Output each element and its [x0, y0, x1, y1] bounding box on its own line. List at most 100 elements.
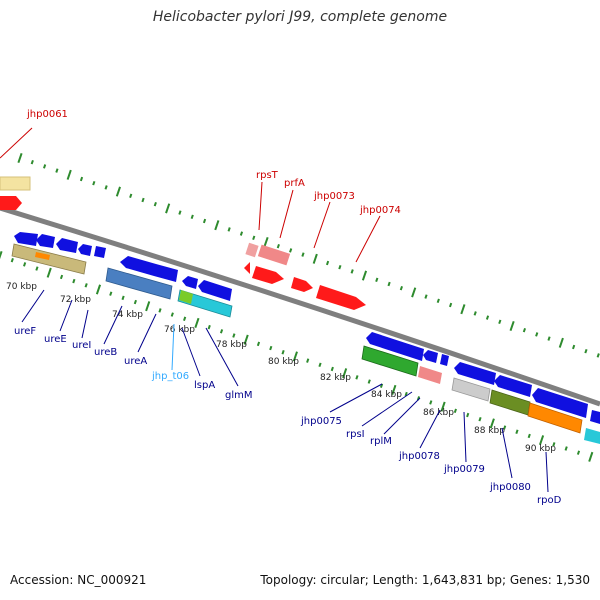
tick-mark — [129, 193, 133, 199]
gene-feature[interactable] — [36, 234, 55, 248]
gene-label: ureB — [94, 347, 117, 358]
gene-feature[interactable] — [94, 246, 106, 258]
genome-backbone — [0, 205, 600, 407]
gene-label: lspA — [194, 380, 215, 391]
tick-mark — [141, 197, 145, 203]
tick-mark — [95, 284, 102, 295]
gene-feature[interactable] — [532, 388, 588, 418]
gene-label: jhp0075 — [300, 416, 342, 427]
gene-feature[interactable] — [56, 238, 78, 253]
tick-mark — [79, 176, 84, 182]
tick-mark — [30, 159, 34, 165]
gene-label: jhp0078 — [398, 451, 440, 462]
gene-feature[interactable] — [584, 428, 600, 444]
gene-feature[interactable] — [182, 276, 198, 289]
gene-feature[interactable] — [423, 350, 438, 363]
tick-mark — [190, 214, 194, 220]
gene-feature[interactable] — [198, 280, 232, 301]
gene-feature[interactable] — [78, 244, 92, 256]
gene-feature[interactable] — [244, 262, 250, 274]
tick-mark — [121, 295, 125, 301]
accession-text: Accession: NC_000921 — [10, 573, 147, 587]
tick-mark — [43, 164, 47, 169]
gene-feature[interactable] — [366, 332, 424, 361]
tick-mark — [338, 264, 342, 270]
tick-marks — [0, 152, 600, 462]
tick-mark — [399, 285, 403, 291]
tick-mark — [92, 180, 96, 186]
tick-mark — [429, 400, 433, 405]
gene-feature[interactable] — [179, 290, 193, 304]
gene-feature[interactable] — [35, 252, 50, 260]
kbp-label: 82 kbp — [320, 373, 351, 383]
tick-mark — [404, 391, 408, 397]
kbp-label: 90 kbp — [525, 444, 556, 454]
tick-mark — [227, 227, 231, 232]
gene-feature[interactable] — [418, 366, 442, 384]
tick-mark — [281, 350, 285, 355]
tick-mark — [158, 308, 162, 313]
gene-feature[interactable] — [291, 277, 313, 292]
tick-mark — [596, 353, 600, 358]
gene-label: ureE — [44, 334, 67, 345]
gene-label: rpsI — [346, 429, 365, 440]
gene-feature[interactable] — [440, 354, 449, 366]
tick-mark — [547, 336, 551, 341]
gene-label: jhp0061 — [26, 109, 68, 120]
gene-feature[interactable] — [527, 402, 583, 434]
tick-mark — [59, 274, 64, 280]
gene-feature[interactable] — [120, 256, 178, 282]
tick-mark — [552, 442, 556, 447]
gene-feature[interactable] — [245, 242, 259, 258]
gene-feature[interactable] — [361, 345, 419, 377]
gene-label: jhp0074 — [359, 205, 401, 216]
gene-feature[interactable] — [590, 410, 600, 424]
tick-mark — [440, 401, 446, 412]
gene-feature[interactable] — [0, 176, 31, 191]
tick-mark — [325, 260, 330, 266]
tick-mark — [515, 429, 519, 434]
tick-mark — [145, 301, 151, 312]
kbp-label: 76 kbp — [164, 325, 195, 335]
gene-feature[interactable] — [451, 377, 491, 402]
tick-mark — [66, 169, 72, 180]
tick-mark — [256, 341, 261, 347]
tick-mark — [214, 220, 220, 231]
gene-feature[interactable] — [252, 266, 284, 284]
tick-mark — [503, 425, 507, 430]
tick-mark — [330, 366, 334, 372]
gene-label: jhp_t06 — [151, 371, 189, 382]
tick-mark — [23, 262, 27, 267]
tick-mark — [306, 358, 310, 363]
kbp-label: 88 kbp — [474, 426, 505, 436]
tick-mark — [178, 210, 182, 215]
tick-mark — [133, 299, 137, 305]
gene-feature[interactable] — [257, 244, 291, 266]
reverse-strand-features — [11, 232, 600, 444]
gene-feature[interactable] — [105, 267, 173, 300]
kbp-label: 70 kbp — [6, 282, 37, 292]
tick-mark — [498, 319, 502, 325]
tick-mark — [489, 418, 495, 429]
tick-mark — [466, 412, 470, 418]
gene-feature[interactable] — [454, 362, 496, 385]
kbp-label: 72 kbp — [60, 295, 91, 305]
tick-mark — [301, 252, 305, 257]
gene-label: rpsT — [256, 170, 279, 181]
kbp-label: 74 kbp — [112, 310, 143, 320]
gene-label: glmM — [225, 390, 253, 401]
gene-feature[interactable] — [0, 196, 22, 210]
genome-summary-text: Topology: circular; Length: 1,643,831 bp… — [260, 573, 590, 587]
gene-label: jhp0079 — [443, 464, 485, 475]
gene-feature[interactable] — [494, 375, 532, 397]
tick-mark — [576, 450, 581, 455]
tick-mark — [453, 408, 457, 414]
label-leader-lines — [0, 127, 549, 493]
gene-feature[interactable] — [14, 232, 38, 246]
gene-feature[interactable] — [316, 285, 366, 310]
tick-mark — [252, 235, 256, 241]
tick-mark — [269, 345, 273, 351]
tick-mark — [350, 269, 354, 274]
tick-mark — [449, 302, 453, 308]
gene-label: jhp0073 — [313, 191, 355, 202]
